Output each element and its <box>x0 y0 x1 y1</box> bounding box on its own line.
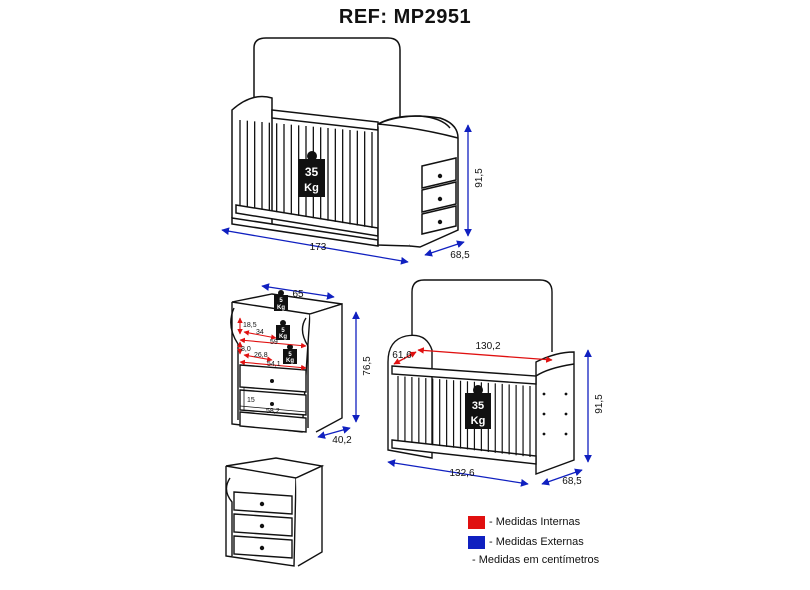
weight-badge-small-2: 5 Kg <box>276 320 290 340</box>
crib-top-rail <box>391 365 537 385</box>
page-title: REF: MP2951 <box>338 6 472 28</box>
weight-unit: Kg <box>304 182 319 194</box>
dim-depth: 68,5 <box>450 250 470 261</box>
dresser-side <box>295 464 323 567</box>
crib-headboard <box>411 279 553 352</box>
dim-18-5: 18,5 <box>243 322 257 329</box>
svg-text:Kg: Kg <box>471 415 486 427</box>
knob <box>437 196 443 202</box>
svg-text:Kg: Kg <box>279 334 287 340</box>
dim-54-1: 54,1 <box>267 361 281 368</box>
dim-130-2: 130,2 <box>475 341 500 352</box>
dim-height: 91,5 <box>474 168 485 188</box>
legend-note: - Medidas em centímetros <box>472 554 600 566</box>
svg-text:5: 5 <box>281 328 285 334</box>
dim-line-depth <box>424 240 465 257</box>
knob <box>437 173 443 179</box>
drawer-2 <box>421 181 457 213</box>
svg-text:35: 35 <box>472 400 484 412</box>
dim-61-6: 61,6 <box>392 350 412 361</box>
legend: - Medidas Internas - Medidas Externas - … <box>468 512 599 566</box>
dim-26-8: 26,8 <box>254 352 268 359</box>
svg-text:Kg: Kg <box>277 305 285 311</box>
crib-internal-dimensions <box>393 347 553 365</box>
dim-crib-height: 91,5 <box>594 394 605 414</box>
dim-34: 34 <box>256 329 264 336</box>
dim-59: 59 <box>270 339 278 346</box>
drawer-3 <box>421 205 457 235</box>
weight-badge-small-1: 5 Kg <box>274 290 288 311</box>
dim-132-6: 132,6 <box>449 468 474 479</box>
legend-internal-label: - Medidas Internas <box>489 516 581 528</box>
open-drawer-1 <box>239 364 307 393</box>
svg-text:5: 5 <box>288 352 292 358</box>
knob <box>270 379 274 383</box>
dim-line-width <box>221 227 409 265</box>
weight-value: 35 <box>305 165 319 179</box>
dresser-right-side <box>309 303 343 433</box>
knob <box>270 402 274 406</box>
dim-76-5: 76,5 <box>362 356 373 376</box>
dim-65: 65 <box>292 289 304 300</box>
weight-badge-icon: 35 Kg <box>465 385 491 429</box>
crib-holes <box>542 392 568 436</box>
headboard-back <box>253 37 401 120</box>
dim-crib-depth: 68,5 <box>562 476 582 487</box>
open-drawer-3 <box>239 411 307 433</box>
legend-external-label: - Medidas Externas <box>489 536 584 548</box>
crib-drawing <box>387 279 575 476</box>
dresser-open-knobs <box>270 379 274 406</box>
legend-internal: - Medidas Internas <box>468 512 599 532</box>
svg-text:5: 5 <box>279 298 283 304</box>
drawer-1 <box>421 157 457 189</box>
internal-swatch <box>468 515 485 529</box>
dresser-standalone-knobs <box>259 501 265 551</box>
top-assembly-dimensions <box>221 124 472 265</box>
legend-external: - Medidas Externas <box>468 532 599 552</box>
dim-58-2: 58,2 <box>266 408 280 415</box>
crib-dresser-assembly <box>231 37 459 248</box>
dresser-external-dimensions <box>261 283 360 439</box>
svg-text:Kg: Kg <box>286 358 294 364</box>
dim-40-2: 40,2 <box>332 435 352 446</box>
knob <box>437 219 443 225</box>
weight-badge-small-3: 5 Kg <box>283 344 297 364</box>
dresser-internal-dimensions-2 <box>239 388 307 413</box>
weight-badge-icon: 35 Kg <box>298 151 325 197</box>
crib-external-dimensions <box>387 349 592 487</box>
dim-15: 15 <box>247 397 255 404</box>
external-swatch <box>468 535 485 549</box>
dresser-internal-dimensions <box>237 317 307 371</box>
crib-slats-top <box>239 120 373 228</box>
dresser-standalone <box>225 457 325 567</box>
dresser-knobs-top <box>437 173 443 225</box>
dim-8-0: 8,0 <box>241 346 251 353</box>
dim-width: 173 <box>310 242 327 253</box>
crib-right-end <box>535 351 575 476</box>
